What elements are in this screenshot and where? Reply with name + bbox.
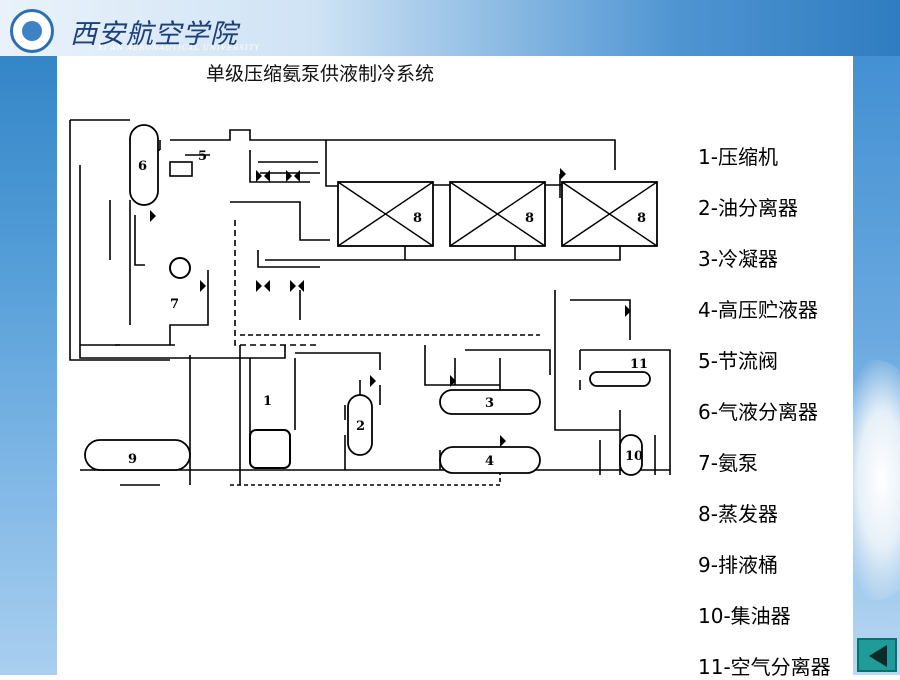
oil-collector — [619, 434, 643, 476]
label-4: 4 — [485, 454, 494, 469]
evaporator-units — [337, 181, 658, 247]
slide-title: 单级压缩氨泵供液制冷系统 — [206, 63, 435, 85]
ammonia-pump — [169, 257, 191, 279]
label-1: 1 — [263, 394, 272, 409]
legend-item-condenser: 3-冷凝器 — [698, 247, 778, 271]
label-8b: 8 — [525, 211, 534, 226]
legend-item-compressor: 1-压缩机 — [698, 145, 778, 169]
header-band — [0, 0, 900, 56]
label-7: 7 — [170, 297, 179, 312]
label-10: 10 — [625, 449, 643, 464]
refrigeration-system-diagram: 6 5 7 8 8 8 9 1 2 3 4 10 11 — [69, 119, 671, 486]
triangle-left-icon — [869, 645, 887, 667]
compressor — [249, 429, 291, 469]
condenser — [439, 389, 541, 415]
drain-tank — [84, 439, 191, 471]
legend-item-drain-tank: 9-排液桶 — [698, 553, 778, 577]
label-5: 5 — [198, 149, 207, 164]
high-pressure-receiver — [439, 446, 541, 474]
valve-markers — [150, 168, 631, 447]
label-8c: 8 — [637, 211, 646, 226]
gas-liquid-separator — [129, 124, 159, 206]
legend-item-gas-liquid-separator: 6-气液分离器 — [698, 400, 818, 424]
label-9: 9 — [128, 452, 137, 467]
oil-separator — [347, 394, 373, 456]
university-name: 西安航空学院 — [70, 19, 238, 50]
university-logo — [10, 9, 54, 53]
label-2: 2 — [356, 419, 365, 434]
legend-item-evaporator: 8-蒸发器 — [698, 502, 778, 526]
legend-item-oil-separator: 2-油分离器 — [698, 196, 798, 220]
legend-item-receiver: 4-高压贮液器 — [698, 298, 818, 322]
legend-item-throttle: 5-节流阀 — [698, 349, 778, 373]
air-separator — [589, 371, 651, 387]
label-3: 3 — [485, 396, 494, 411]
university-name-en: XI'AN AERONAUTICAL UNIVERSITY — [98, 44, 261, 52]
logo-emblem — [22, 21, 42, 41]
legend-item-ammonia-pump: 7-氨泵 — [698, 451, 758, 475]
throttle-valve — [169, 161, 193, 177]
label-11: 11 — [630, 357, 648, 372]
label-6: 6 — [138, 159, 147, 174]
previous-slide-button[interactable] — [857, 638, 897, 672]
legend-item-oil-collector: 10-集油器 — [698, 604, 791, 628]
label-8a: 8 — [413, 211, 422, 226]
legend-item-air-separator: 11-空气分离器 — [698, 655, 831, 679]
